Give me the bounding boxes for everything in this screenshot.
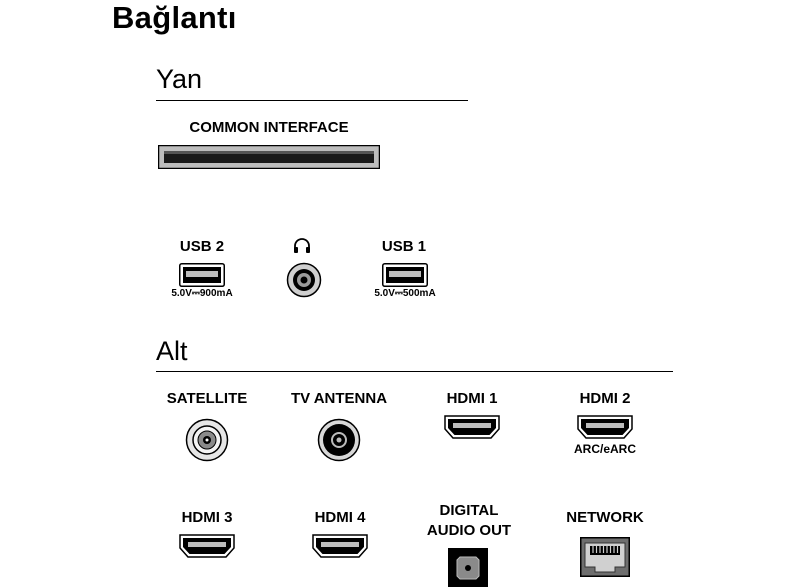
- section-heading-bottom: Alt: [156, 336, 188, 366]
- antenna-connector-icon: [317, 418, 361, 462]
- hdmi1-label: HDMI 1: [446, 390, 498, 407]
- satellite-label: SATELLITE: [166, 390, 248, 407]
- headphone-jack-icon: [286, 262, 322, 298]
- digital-audio-out-label-line2: AUDIO OUT: [426, 522, 512, 539]
- section-divider: [156, 371, 673, 372]
- hdmi-port-icon: [312, 534, 368, 558]
- usb-port-icon: [179, 263, 225, 287]
- headphone-icon: [293, 237, 311, 255]
- hdmi2-arc-note: ARC/eARC: [573, 442, 636, 456]
- hdmi2-label: HDMI 2: [579, 390, 631, 407]
- ethernet-port-icon: [580, 537, 630, 577]
- satellite-connector-icon: [185, 418, 229, 462]
- usb-port-icon: [382, 263, 428, 287]
- hdmi3-label: HDMI 3: [181, 509, 233, 526]
- page-title: Bağlantı: [112, 0, 237, 35]
- tv-antenna-label: TV ANTENNA: [290, 390, 388, 407]
- network-label: NETWORK: [566, 509, 644, 526]
- hdmi4-label: HDMI 4: [314, 509, 366, 526]
- section-heading-side: Yan: [156, 64, 203, 94]
- hdmi-port-icon: [179, 534, 235, 558]
- usb1-spec: 5.0V⎓500mA: [374, 288, 436, 299]
- common-interface-slot-icon: [158, 145, 380, 169]
- usb2-label: USB 2: [179, 238, 225, 255]
- hdmi-port-icon: [444, 415, 500, 439]
- digital-audio-out-label-line1: DIGITAL: [439, 502, 499, 519]
- usb1-label: USB 1: [381, 238, 427, 255]
- optical-port-icon: [448, 548, 488, 587]
- usb2-spec: 5.0V⎓900mA: [171, 288, 233, 299]
- common-interface-label: COMMON INTERFACE: [189, 119, 349, 136]
- section-divider: [156, 100, 468, 101]
- hdmi-port-icon: [577, 415, 633, 439]
